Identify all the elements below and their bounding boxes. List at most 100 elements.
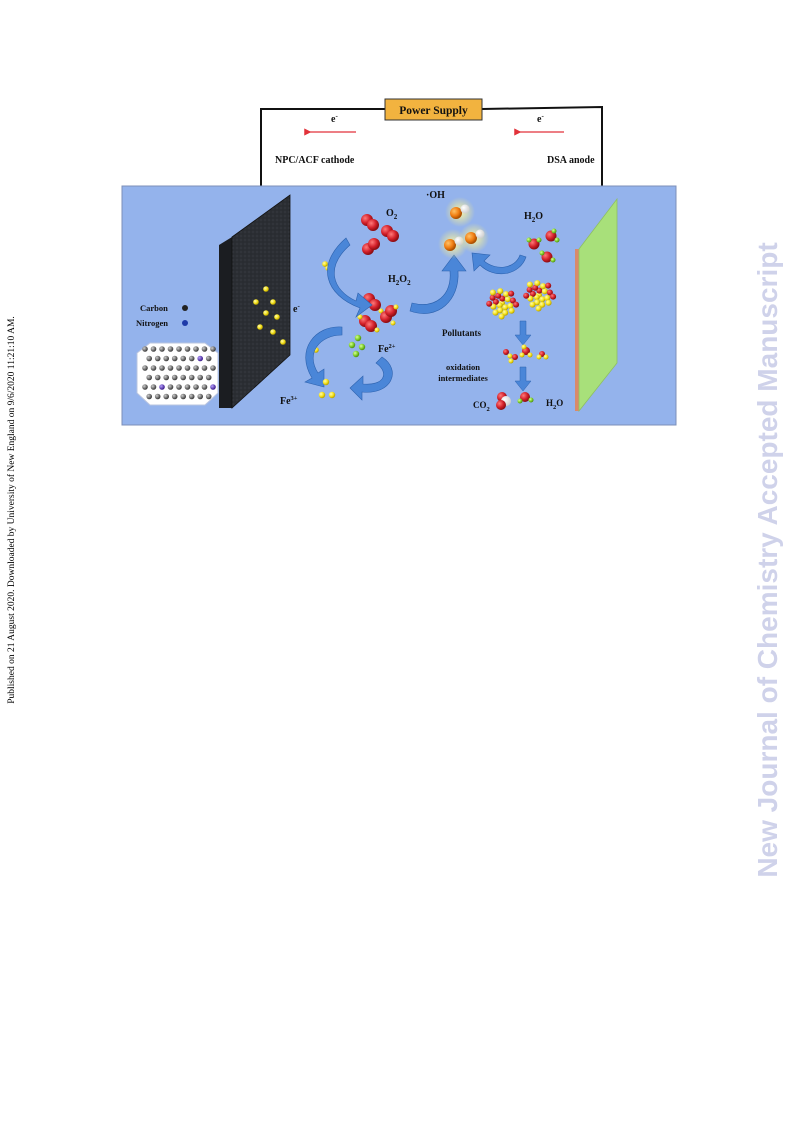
carbon-atom (171, 374, 178, 381)
electron-label-right: e- (537, 112, 544, 125)
pollutant-atom (508, 307, 515, 314)
pollutant-atom (545, 299, 552, 306)
pollutant-atom (539, 296, 546, 303)
carbon-atom (150, 384, 157, 390)
anode-plate-edge (575, 249, 579, 411)
arrow-oh-to-h2o (471, 252, 527, 275)
carbon-atom (142, 384, 148, 390)
electro-fenton-diagram: Power Supply e- e- NPC/ACF cathode DSA a… (121, 98, 677, 426)
pollutant-atom (507, 302, 514, 309)
arrow-o2-to-h2o2 (327, 237, 373, 318)
pollutant-atom (502, 304, 509, 311)
nitrogen-atom (210, 384, 216, 390)
carbon-atom (171, 355, 178, 362)
carbon-atom (201, 365, 208, 371)
pollutant-atom (526, 281, 533, 288)
o2-label: O2 (386, 208, 398, 221)
pollutant-atom (536, 287, 543, 294)
pollutant-atom (534, 280, 541, 287)
h2o2-molecules (357, 293, 399, 333)
carbon-atom (142, 346, 148, 352)
electron-label-left: e- (331, 112, 338, 125)
carbon-atom (159, 365, 165, 371)
oh-radical-label: ·OH (426, 190, 445, 201)
carbon-atom (142, 365, 148, 371)
carbon-atom (176, 384, 182, 390)
carbon-atom (180, 355, 186, 362)
electron-particle (322, 261, 328, 267)
carbon-atom (193, 365, 199, 371)
pollutant-atom (503, 291, 510, 298)
intermediate-fragments (503, 344, 549, 364)
carbon-atom (201, 384, 208, 390)
carbon-atom (184, 384, 191, 390)
carbon-atom (205, 355, 212, 362)
pollutant-atom (527, 295, 534, 302)
wire-left (260, 108, 385, 210)
legend-carbon-label: Carbon (140, 303, 168, 313)
pollutant-cluster (486, 288, 520, 320)
carbon-atom (184, 346, 191, 352)
carbon-atom (167, 384, 174, 390)
pollutant-atom (492, 309, 499, 316)
pollutant-atom (509, 297, 516, 304)
carbon-atom (159, 346, 165, 352)
pollutant-atom (495, 292, 502, 299)
pollutant-cluster (523, 280, 557, 312)
pollutant-atom (502, 309, 509, 316)
carbon-atom (193, 384, 199, 390)
h2o-product (517, 392, 534, 404)
hydroxyl-radicals (438, 197, 489, 259)
carbon-atom (193, 346, 199, 352)
pollutant-atom (513, 301, 520, 308)
pollutants-label: Pollutants (442, 328, 482, 338)
carbon-atom (176, 365, 182, 371)
pollutant-atom (546, 289, 553, 296)
carbon-atom (154, 355, 161, 362)
pollutant-atom (540, 283, 547, 290)
cathode-plate-side (219, 237, 232, 408)
carbon-atom (201, 346, 208, 352)
legend-nitrogen-label: Nitrogen (136, 318, 168, 328)
pollutant-atom (504, 296, 511, 303)
carbon-atom (180, 393, 186, 400)
carbon-atom (163, 393, 169, 400)
carbon-atom (184, 365, 191, 371)
carbon-atom (146, 355, 152, 362)
arrow-intermediates-down (514, 366, 532, 392)
carbon-atom (205, 393, 212, 400)
fe3-label: Fe3+ (280, 395, 298, 407)
h2o2-label: H2O2 (388, 274, 411, 287)
pollutant-atom (529, 290, 536, 297)
pollutant-atom (523, 292, 530, 299)
pollutant-atom (499, 295, 506, 302)
carbon-atom (197, 393, 203, 400)
pollutant-atom (544, 294, 551, 301)
pollutant-atom (489, 294, 496, 301)
carbon-atom (167, 365, 174, 371)
cathode-plate (231, 194, 291, 409)
co2-label: CO2 (473, 400, 490, 413)
carbon-atom (176, 346, 182, 352)
o2-molecules (361, 214, 399, 255)
fe3-ions (318, 378, 336, 399)
cathode-label: NPC/ACF cathode (275, 155, 355, 166)
carbon-atom (210, 365, 216, 371)
pollutant-atom (508, 290, 515, 297)
h2o-top-label: H2O (524, 211, 543, 224)
carbon-atom (188, 355, 195, 362)
pollutant-atom (529, 301, 536, 308)
carbon-atom (210, 346, 216, 352)
pollutant-atom (498, 313, 505, 320)
carbon-atom (197, 374, 203, 381)
fe2-ions (348, 334, 366, 358)
carbon-atom (150, 346, 157, 352)
carbon-atom (150, 365, 157, 371)
carbon-atom (205, 374, 212, 381)
nitrogen-atom (159, 384, 165, 390)
carbon-atom (163, 374, 169, 381)
carbon-atom (180, 374, 186, 381)
anode-plate (578, 197, 618, 413)
pollutant-atom (497, 288, 504, 295)
lattice-inset (136, 342, 219, 406)
